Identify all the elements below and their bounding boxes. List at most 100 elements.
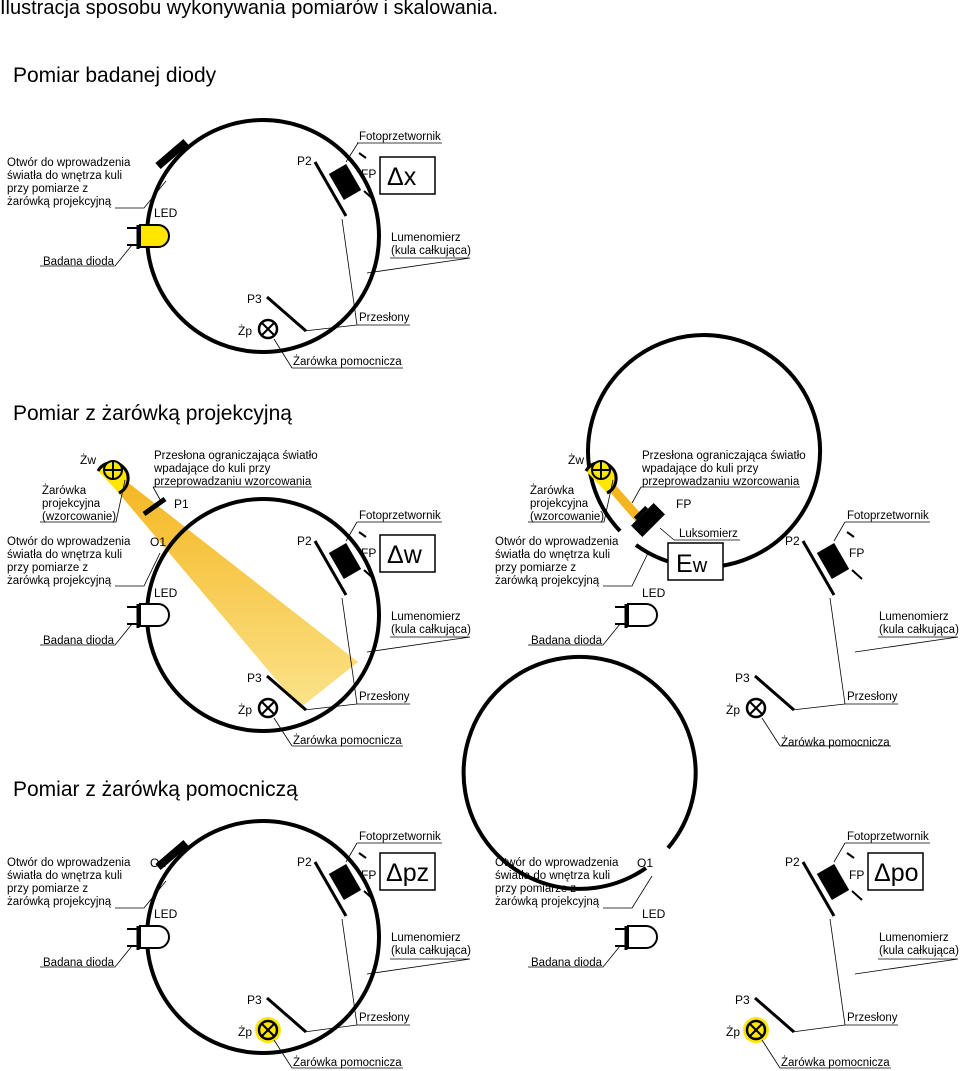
readout-box-dpo <box>867 852 924 891</box>
photodetector-fp <box>328 164 362 200</box>
svg-text:Lumenomierz: Lumenomierz <box>391 232 461 244</box>
auxiliary-lamp-zp-on <box>255 1017 281 1043</box>
label-o1: O1 <box>637 856 653 870</box>
panel-projekcyjna-prawy: Ew <box>495 333 959 749</box>
readout-box-dpz <box>379 852 436 891</box>
readout-dw: Δw <box>387 541 423 569</box>
label-fotoprzetwornik: Fotoprzetwornik <box>359 510 441 522</box>
svg-text:przy pomiarze z: przy pomiarze z <box>495 562 576 574</box>
svg-text:Przesłona ograniczająca światł: Przesłona ograniczająca światło <box>642 450 806 462</box>
svg-text:przeprowadzaniu wzorcowania: przeprowadzaniu wzorcowania <box>642 476 800 488</box>
label-fp: FP <box>361 167 376 181</box>
label-lumenomierz: Lumenomierz (kula całkująca) <box>391 232 471 257</box>
label-led: LED <box>154 586 178 600</box>
svg-text:światła do wnętrza kuli: światła do wnętrza kuli <box>495 549 610 561</box>
led-diode <box>615 925 658 950</box>
led-diode <box>615 603 658 628</box>
readout-box-dx <box>379 156 436 195</box>
svg-text:światła do wnętrza kuli: światła do wnętrza kuli <box>495 870 610 882</box>
baffle-p2 <box>801 861 836 917</box>
label-o1: O1 <box>150 856 166 870</box>
svg-text:przeprowadzaniu wzorcowania: przeprowadzaniu wzorcowania <box>154 476 312 488</box>
label-zarowka-projekcyjna: Żarówka projekcyjna (wzorcowanie) <box>530 484 604 523</box>
label-zarowka-pomocnicza: Żarówka pomocnicza <box>293 355 402 368</box>
svg-text:(wzorcowanie): (wzorcowanie) <box>42 511 116 523</box>
label-led: LED <box>154 206 178 220</box>
baffle-p3 <box>266 674 307 712</box>
label-otwor: Otwór do wprowadzenia światła do wnętrza… <box>495 536 619 587</box>
label-przeslony: Przesłony <box>359 1012 410 1024</box>
auxiliary-lamp-zp-on <box>743 1017 769 1043</box>
svg-text:Otwór do wprowadzenia: Otwór do wprowadzenia <box>7 536 131 548</box>
photodetector-fp <box>816 864 850 900</box>
auxiliary-lamp-zp <box>257 697 279 719</box>
label-p3: P3 <box>735 671 750 685</box>
label-badana-dioda: Badana dioda <box>43 256 115 268</box>
label-fotoprzetwornik: Fotoprzetwornik <box>847 831 929 843</box>
label-p3: P3 <box>247 993 262 1007</box>
label-przeslony: Przesłony <box>847 691 898 703</box>
svg-text:Lumenomierz: Lumenomierz <box>879 611 949 623</box>
label-lumenomierz: Lumenomierz (kula całkująca) <box>391 611 471 636</box>
label-otwor: Otwór do wprowadzenia światła do wnętrza… <box>495 857 619 908</box>
label-przeslony: Przesłony <box>359 691 410 703</box>
panel-badana-dioda: Δx Otwór do wprowadzenia światła do wnęt… <box>7 118 471 369</box>
label-led: LED <box>154 907 178 921</box>
label-o1: O1 <box>150 535 166 549</box>
label-zp: Żp <box>238 703 252 717</box>
svg-text:światła do wnętrza kuli: światła do wnętrza kuli <box>7 549 122 561</box>
page-title: Ilustracja sposobu wykonywania pomiarów … <box>0 0 499 19</box>
label-zp: Żp <box>726 1025 740 1039</box>
label-fotoprzetwornik: Fotoprzetwornik <box>847 510 929 522</box>
svg-text:Otwór do wprowadzenia: Otwór do wprowadzenia <box>495 857 619 869</box>
svg-text:żarówką projekcyjną: żarówką projekcyjną <box>7 896 112 908</box>
led-diode <box>127 603 170 628</box>
label-zp: Żp <box>726 703 740 717</box>
led-diode <box>127 925 170 950</box>
readout-box-dw <box>379 534 436 573</box>
opening-o1-cover <box>155 138 189 170</box>
label-lumenomierz: Lumenomierz (kula całkująca) <box>879 611 959 636</box>
label-badana-dioda: Badana dioda <box>531 957 603 969</box>
photodetector-fp <box>816 543 850 579</box>
label-luksomierz: Luksomierz <box>679 528 738 540</box>
svg-text:światła do wnętrza kuli: światła do wnętrza kuli <box>7 870 122 882</box>
projection-lamp-zw <box>584 460 618 495</box>
svg-text:projekcyjna: projekcyjna <box>530 498 589 510</box>
svg-text:żarówką projekcyjną: żarówką projekcyjną <box>495 896 600 908</box>
svg-text:Lumenomierz: Lumenomierz <box>391 932 461 944</box>
baffle-p3 <box>266 996 307 1034</box>
label-lumenomierz: Lumenomierz (kula całkująca) <box>879 932 959 957</box>
label-p3: P3 <box>247 671 262 685</box>
svg-text:(wzorcowanie): (wzorcowanie) <box>530 511 604 523</box>
label-zarowka-pomocnicza: Żarówka pomocnicza <box>781 736 890 749</box>
label-zp: Żp <box>238 324 252 338</box>
label-led: LED <box>642 586 666 600</box>
label-fotoprzetwornik: Fotoprzetwornik <box>359 131 441 143</box>
photodetector-fp <box>328 864 362 900</box>
label-p2: P2 <box>297 154 312 168</box>
svg-text:Otwór do wprowadzenia: Otwór do wprowadzenia <box>7 157 131 169</box>
label-zp: Żp <box>238 1025 252 1039</box>
auxiliary-lamp-zp <box>745 697 767 719</box>
svg-text:Żarówka: Żarówka <box>530 484 575 497</box>
label-otwor: Otwór do wprowadzenia światła do wnętrza… <box>7 536 131 587</box>
svg-text:żarówką projekcyjną: żarówką projekcyjną <box>7 196 112 208</box>
baffle-p2 <box>801 540 836 596</box>
readout-dx: Δx <box>387 163 417 191</box>
panel-pomocnicza-lewy: Δpz O1 Otwór do wprowadzenia światła d <box>7 819 471 1069</box>
svg-text:światła do wnętrza kuli: światła do wnętrza kuli <box>7 170 122 182</box>
label-p2: P2 <box>785 855 800 869</box>
label-fotoprzetwornik: Fotoprzetwornik <box>359 831 441 843</box>
svg-text:przy pomiarze z: przy pomiarze z <box>7 883 88 895</box>
label-fp: FP <box>849 546 864 560</box>
label-przeslony: Przesłony <box>359 312 410 324</box>
label-zarowka-pomocnicza: Żarówka pomocnicza <box>293 1056 402 1069</box>
readout-ew: Ew <box>676 550 708 578</box>
baffle-p3 <box>266 295 307 333</box>
panel-pomocnicza-prawy: Δpo O1 Otwór do wprowadzenia światła d <box>461 654 959 1069</box>
baffle-p2 <box>313 161 348 217</box>
label-fp: FP <box>361 546 376 560</box>
svg-text:(kula całkująca): (kula całkująca) <box>391 945 471 957</box>
